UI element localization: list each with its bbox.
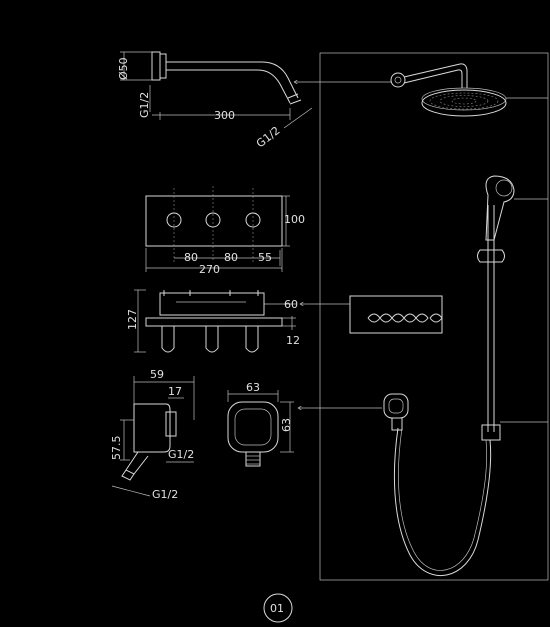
dim-arm-thread-top: G1/2 — [138, 92, 151, 118]
dim-arm-diameter: Ø50 — [117, 57, 130, 80]
product-overview-frame — [319, 52, 549, 581]
outlet-side-drawing — [111, 376, 195, 497]
dim-outlet-thread-1: G1/2 — [168, 448, 194, 461]
dim-outlet-thread-2: G1/2 — [152, 488, 178, 501]
page-number-badge — [263, 593, 293, 623]
dim-mixer-top: 60 — [284, 298, 298, 311]
dim-outlet-front-width: 63 — [246, 381, 260, 394]
dim-outlet-width: 59 — [150, 368, 164, 381]
hand-shower-rail — [477, 175, 548, 441]
dim-mixer-spacing-3: 55 — [258, 251, 272, 264]
dim-mixer-spacing-1: 80 — [184, 251, 198, 264]
dim-arm-thread-end: G1/2 — [254, 124, 283, 150]
mixer-installed — [349, 295, 443, 334]
dim-mixer-spacing-2: 80 — [224, 251, 238, 264]
rain-shower-head — [390, 63, 548, 117]
page-number: 01 — [270, 602, 284, 615]
dim-outlet-front-height: 63 — [280, 418, 293, 432]
dim-mixer-plate: 12 — [286, 334, 300, 347]
dim-outlet-height: 57.5 — [110, 436, 123, 461]
dim-arm-length: 300 — [214, 109, 235, 122]
dim-mixer-width: 270 — [199, 263, 220, 276]
mixer-front-drawing — [145, 186, 290, 272]
dim-mixer-depth: 127 — [126, 309, 139, 330]
shower-hose — [393, 427, 492, 576]
mixer-side-drawing — [134, 289, 296, 353]
dim-mixer-height: 100 — [284, 213, 305, 226]
outlet-front-drawing — [227, 390, 294, 467]
wall-outlet — [383, 393, 409, 431]
dim-outlet-offset: 17 — [168, 385, 182, 398]
shower-arm-drawing — [120, 51, 313, 129]
